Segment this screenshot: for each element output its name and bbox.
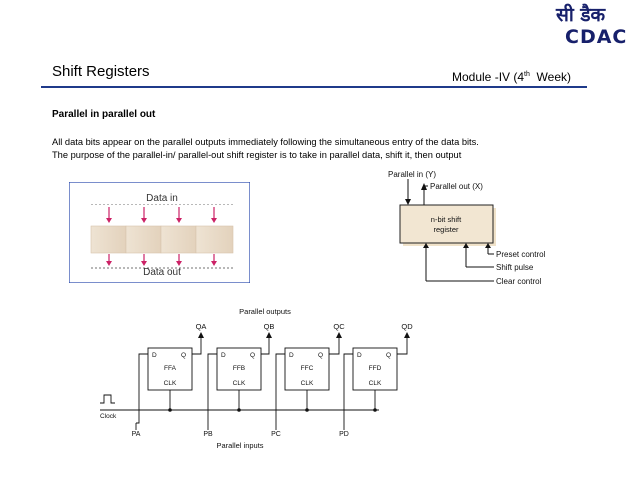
shift-pulse-label: Shift pulse (496, 263, 534, 272)
data-in-label: Data in (146, 193, 178, 204)
module-label: Module -IV (4th Week) (452, 70, 571, 84)
qd-wire (397, 336, 408, 355)
input-label-pc: PC (271, 431, 281, 438)
section-heading: Parallel in parallel out (52, 109, 156, 120)
input-arrows (106, 207, 217, 223)
shift-arrowhead (463, 243, 469, 248)
qc-wire (329, 336, 340, 355)
ffd-clk-label: CLK (369, 380, 382, 387)
preset-arrowhead (485, 243, 491, 248)
parallel-inputs-label: Parallel inputs (216, 441, 263, 450)
clock-pulse-symbol (100, 394, 115, 404)
block-diagram-figure: Parallel in (Y) Parallel out (X) n-bit s… (388, 170, 546, 286)
cdac-logo-hindi: सी डैक (556, 4, 606, 26)
output-arrows (106, 254, 217, 266)
register-box-line2: register (433, 225, 459, 234)
ffa-clk-label: CLK (164, 380, 177, 387)
ffa-pin-q: Q (181, 352, 186, 359)
paragraph-line-2: The purpose of the parallel-in/ parallel… (52, 150, 462, 160)
ffb-clk-label: CLK (233, 380, 246, 387)
parallel-in-label: Parallel in (Y) (388, 170, 436, 179)
pb-d-wire (207, 353, 217, 423)
junction-dot-d (373, 408, 377, 412)
ffd-pin-d: D (357, 352, 362, 359)
ffd-label: FFD (369, 365, 382, 372)
header-rule (41, 86, 587, 88)
output-label-qd: QD (401, 322, 413, 331)
junction-dot-a (168, 408, 172, 412)
ffa-pin-d: D (152, 352, 157, 359)
data-out-label: Data out (143, 267, 181, 278)
ffd-pin-q: Q (386, 352, 391, 359)
input-label-pb: PB (203, 431, 213, 438)
cdac-logo-latin: CDAC (565, 26, 628, 48)
register-cell-4 (195, 225, 234, 254)
ffa-label: FFA (164, 365, 177, 372)
pipo-circuit-diagram: Parallel outputs QA QB QC QD (100, 307, 413, 450)
module-suffix: Week) (529, 70, 571, 84)
clear-control-label: Clear control (496, 277, 542, 286)
junction-dot-c (305, 408, 309, 412)
module-superscript: th (524, 71, 530, 78)
register-cell-3 (160, 225, 197, 254)
qa-arrowhead (198, 332, 204, 338)
paragraph-line-1: All data bits appear on the parallel out… (52, 137, 479, 147)
output-label-qc: QC (333, 322, 345, 331)
parallel-outputs-label: Parallel outputs (239, 307, 291, 316)
register-cell-1 (90, 225, 127, 254)
clock-label: Clock (100, 413, 117, 420)
qc-arrowhead (336, 332, 342, 338)
register-box (399, 204, 494, 244)
parallel-in-arrowhead (405, 199, 411, 205)
pd-d-wire (343, 353, 353, 423)
pc-d-wire (275, 353, 285, 423)
ffc-clk-label: CLK (301, 380, 314, 387)
clear-arrowhead (423, 243, 429, 248)
output-label-qa: QA (196, 322, 207, 331)
ffb-pin-d: D (221, 352, 226, 359)
data-in-out-figure: Data in Data out (69, 182, 250, 283)
ffc-pin-d: D (289, 352, 294, 359)
module-prefix: Module -IV (4 (452, 70, 525, 84)
input-label-pd: PD (339, 431, 349, 438)
qd-arrowhead (404, 332, 410, 338)
junction-dot-b (237, 408, 241, 412)
ffb-label: FFB (233, 365, 245, 372)
qb-arrowhead (266, 332, 272, 338)
ffc-label: FFC (301, 365, 314, 372)
input-label-pa: PA (132, 431, 141, 438)
ffc-pin-q: Q (318, 352, 323, 359)
pa-d-wire (136, 353, 148, 424)
qa-wire (192, 336, 202, 355)
parallel-out-label: Parallel out (X) (430, 182, 483, 191)
preset-control-label: Preset control (496, 250, 546, 259)
register-cell-2 (125, 225, 162, 254)
ffb-pin-q: Q (250, 352, 255, 359)
slide-title: Shift Registers (52, 63, 150, 80)
output-label-qb: QB (264, 322, 275, 331)
qb-wire (261, 336, 270, 355)
data-in-label-bg (91, 192, 233, 204)
register-box-line1: n-bit shift (431, 215, 462, 224)
